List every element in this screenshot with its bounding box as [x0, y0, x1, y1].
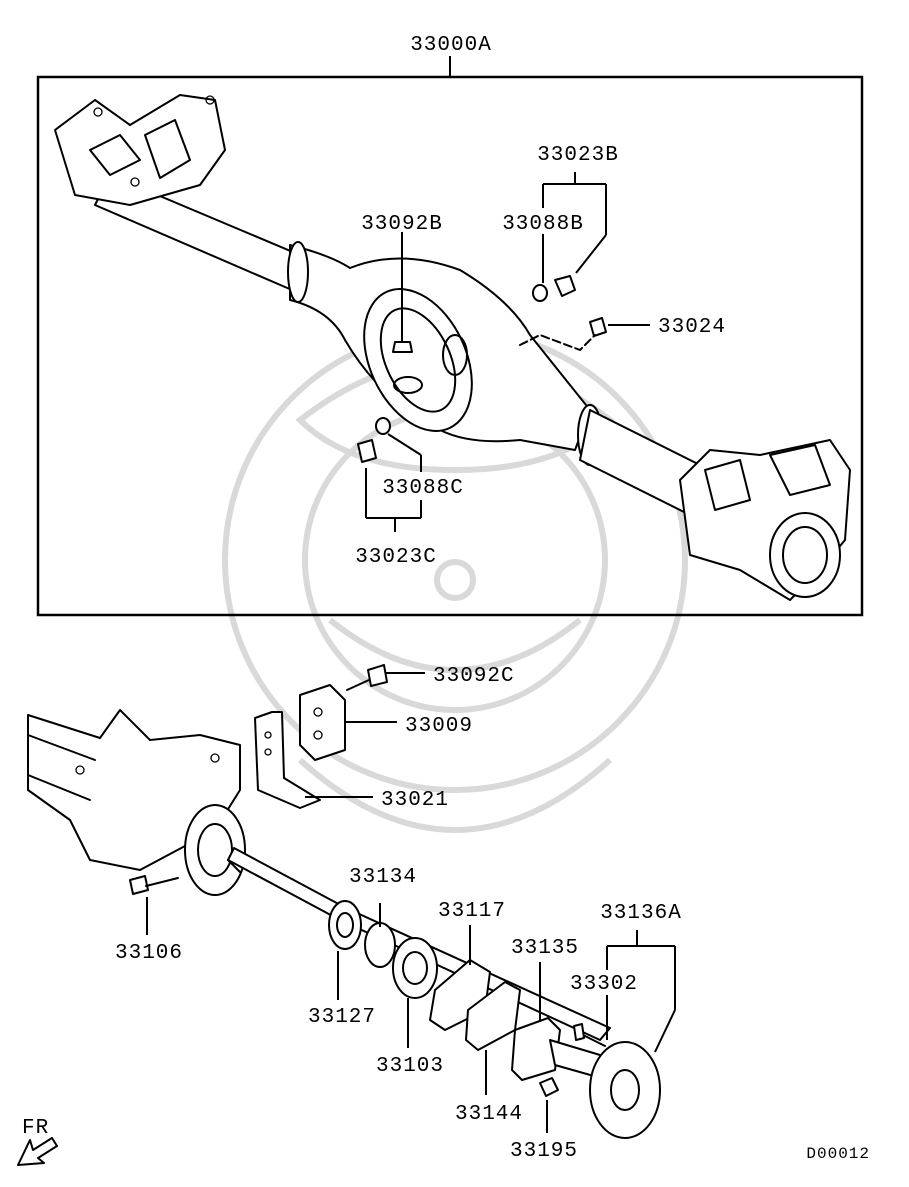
label-stud-b: 33092B	[361, 213, 443, 236]
label-gasket-c: 33088C	[382, 477, 464, 500]
label-bearing: 33127	[308, 1006, 376, 1029]
label-stud-c: 33092C	[433, 665, 515, 688]
label-nut: 33195	[510, 1140, 578, 1163]
label-gasket-b: 33088B	[502, 213, 584, 236]
label-plug: 33024	[658, 316, 726, 339]
label-bolt-set-b: 33023B	[537, 144, 619, 167]
label-hub-assembly: 33136A	[600, 902, 682, 925]
label-plate: 33144	[455, 1103, 523, 1126]
label-bolt: 33106	[115, 942, 183, 965]
label-bracket: 33021	[381, 789, 449, 812]
label-direction: FR	[22, 1117, 49, 1140]
label-bolt-set-c: 33023C	[355, 546, 437, 569]
label-bearing-outer: 33103	[376, 1055, 444, 1078]
label-assembly: 33000A	[410, 34, 492, 57]
label-hub-bolt: 33302	[570, 973, 638, 996]
part-labels: 33000A 33023B 33088B 33092B 33024 33088C…	[22, 34, 870, 1163]
label-seal-inner: 33134	[349, 866, 417, 889]
label-bumper: 33009	[405, 715, 473, 738]
label-retainer-gasket: 33117	[438, 900, 506, 923]
axle-shaft-exploded-view	[17, 664, 676, 1166]
axle-housing-assembly	[36, 56, 864, 617]
diagram-code: D00012	[806, 1145, 870, 1163]
label-retainer: 33135	[511, 937, 579, 960]
